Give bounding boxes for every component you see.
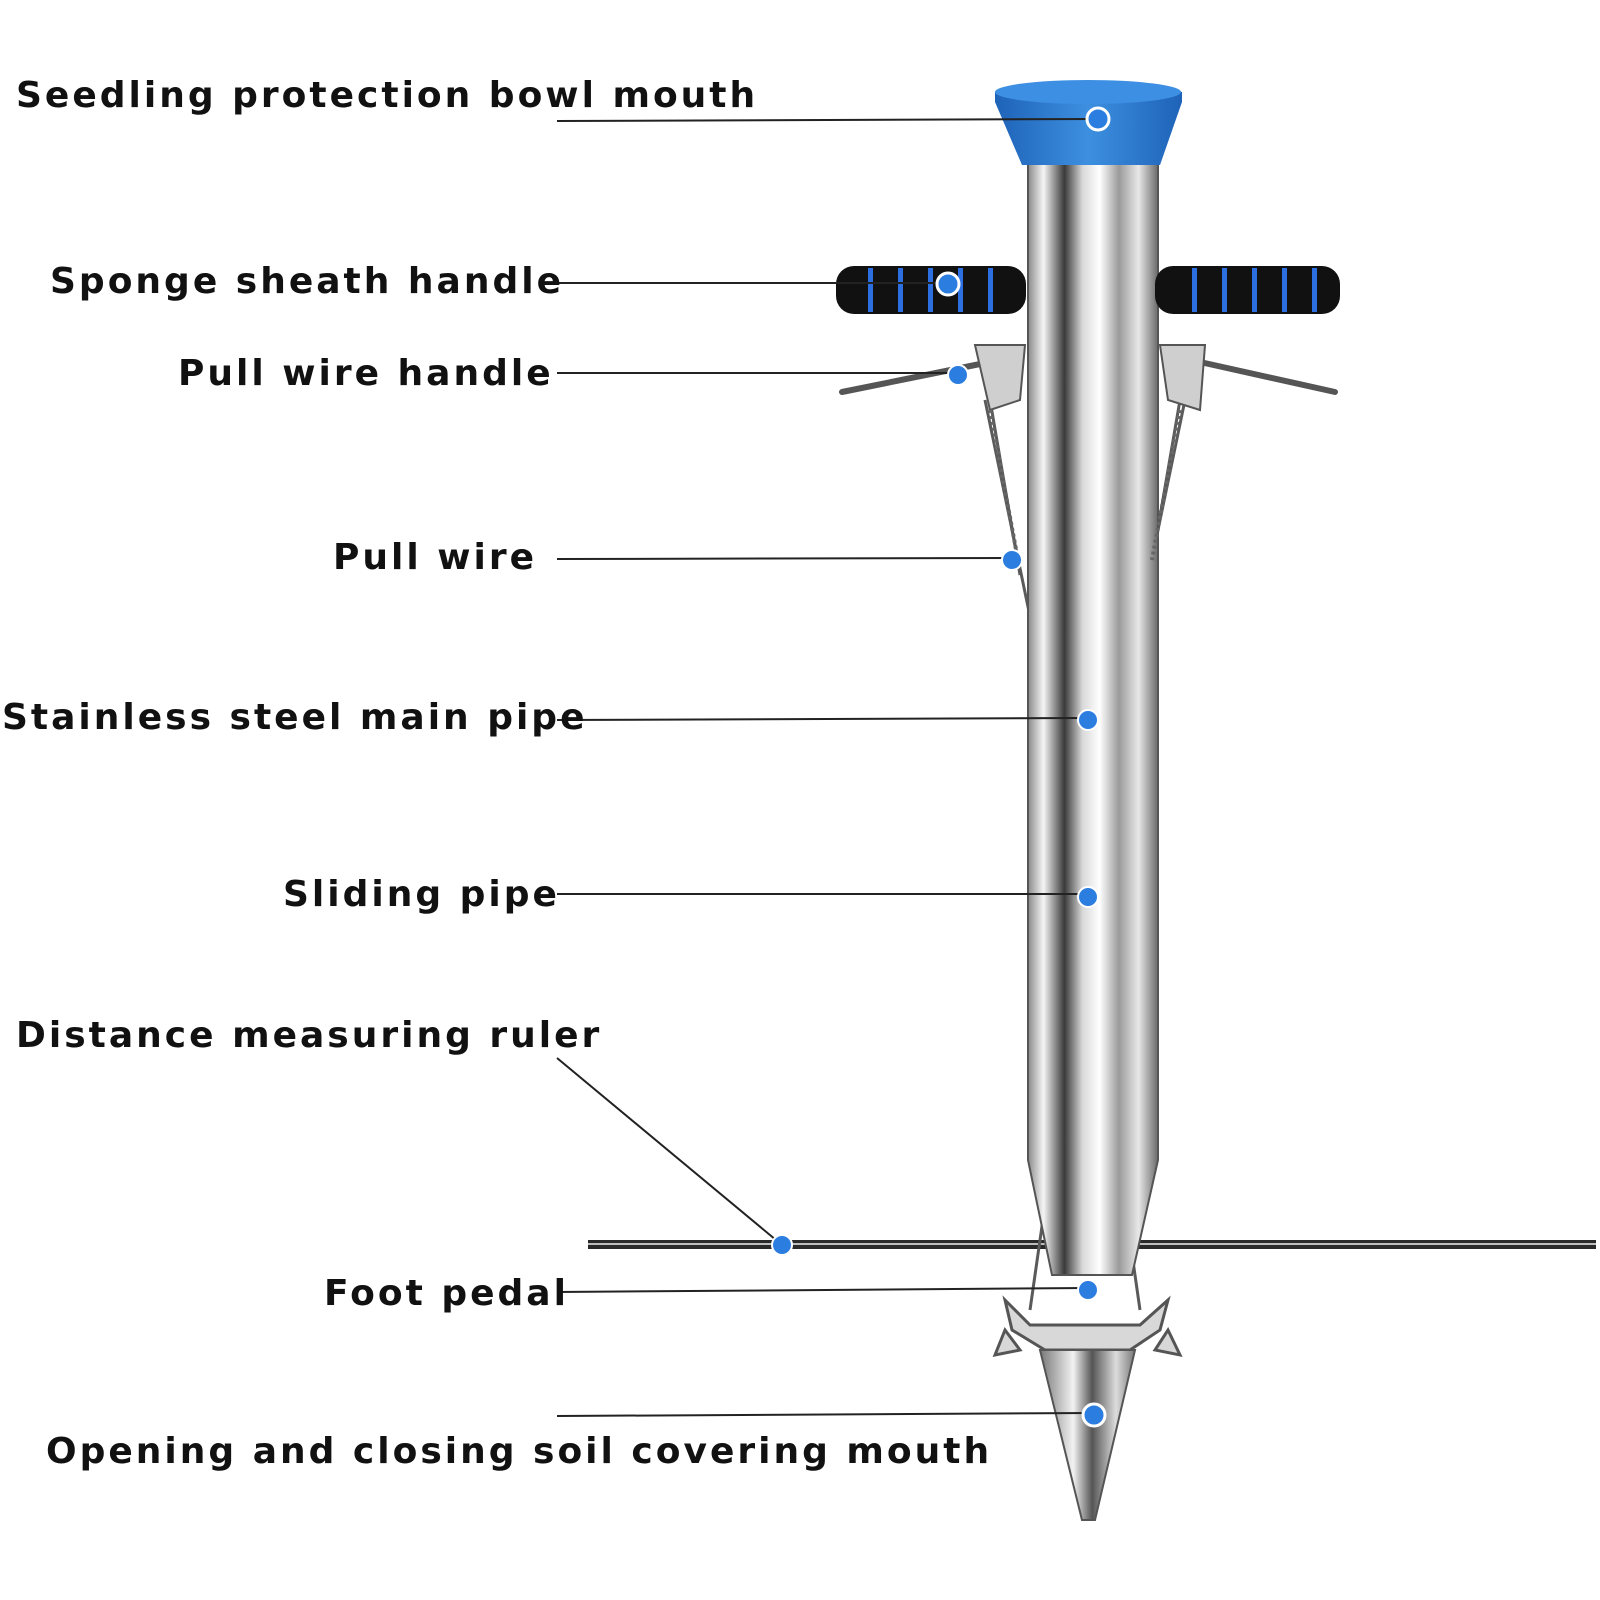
spring-coils: [988, 409, 1182, 561]
marker-bowl-mouth: [1085, 106, 1111, 132]
label-pull-wire-handle: Pull wire handle: [178, 353, 554, 394]
marker-ruler: [771, 1234, 793, 1256]
leader-main-pipe: [556, 717, 1089, 721]
leader-soil-mouth: [556, 1412, 1095, 1417]
label-sponge-handle: Sponge sheath handle: [50, 261, 564, 302]
marker-dots: [771, 106, 1111, 1428]
label-foot-pedal: Foot pedal: [324, 1273, 569, 1314]
marker-soil-mouth: [1081, 1402, 1107, 1428]
leader-ruler: [556, 1057, 783, 1246]
pull-wire-handle-brackets: [973, 344, 1207, 412]
leader-bowl-mouth: [556, 118, 1099, 122]
marker-foot-pedal: [1077, 1279, 1099, 1301]
label-pull-wire: Pull wire: [333, 537, 537, 578]
foot-pedal-shape: [992, 1295, 1183, 1358]
marker-pull-wire-handle: [947, 364, 969, 386]
leader-pull-wire: [556, 557, 1013, 560]
marker-sliding-pipe: [1077, 886, 1099, 908]
sponge-handle-left: [836, 266, 1026, 314]
label-bowl-mouth: Seedling protection bowl mouth: [16, 75, 759, 116]
leader-lines: [556, 118, 1099, 1417]
marker-pull-wire: [1001, 549, 1023, 571]
leader-foot-pedal: [556, 1287, 1089, 1293]
label-main-pipe: Stainless steel main pipe: [2, 697, 588, 738]
marker-main-pipe: [1077, 709, 1099, 731]
label-ruler: Distance measuring ruler: [16, 1015, 603, 1056]
label-sliding-pipe: Sliding pipe: [283, 874, 560, 915]
label-soil-mouth: Opening and closing soil covering mouth: [46, 1431, 993, 1472]
sponge-handle-right: [1155, 266, 1340, 314]
marker-sponge-handle: [935, 271, 961, 297]
soil-mouth-tip: [1038, 1349, 1137, 1521]
